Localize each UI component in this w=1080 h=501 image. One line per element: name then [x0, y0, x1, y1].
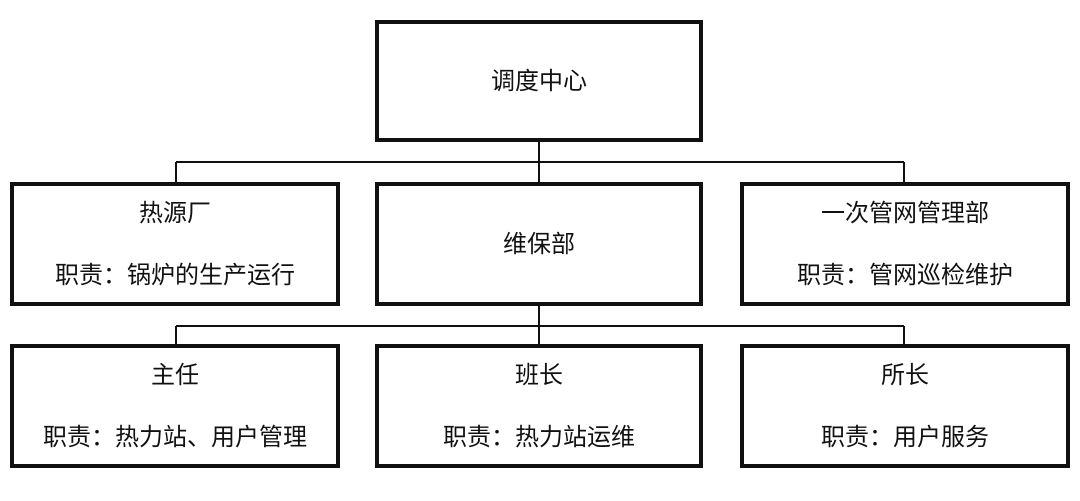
node-duty: 职责：热力站运维: [443, 423, 635, 451]
node-heat-source-plant: 热源厂 职责：锅炉的生产运行: [10, 182, 340, 306]
node-duty: 职责：锅炉的生产运行: [55, 261, 295, 289]
node-title: 一次管网管理部: [821, 199, 989, 227]
node-duty: 职责：用户服务: [821, 423, 989, 451]
node-title: 班长: [515, 361, 563, 389]
node-duty: 职责：热力站、用户管理: [43, 423, 307, 451]
node-dispatch-center: 调度中心: [375, 20, 703, 142]
node-title: 主任: [151, 361, 199, 389]
node-title: 调度中心: [491, 67, 587, 95]
node-team-leader: 班长 职责：热力站运维: [375, 344, 703, 468]
node-title: 所长: [881, 361, 929, 389]
node-title: 热源厂: [139, 199, 211, 227]
node-maintenance-dept: 维保部: [375, 182, 703, 306]
node-duty: 职责：管网巡检维护: [797, 261, 1013, 289]
node-director: 主任 职责：热力站、用户管理: [10, 344, 340, 468]
node-title: 维保部: [503, 230, 575, 258]
node-station-head: 所长 职责：用户服务: [740, 344, 1070, 468]
node-primary-network-dept: 一次管网管理部 职责：管网巡检维护: [740, 182, 1070, 306]
